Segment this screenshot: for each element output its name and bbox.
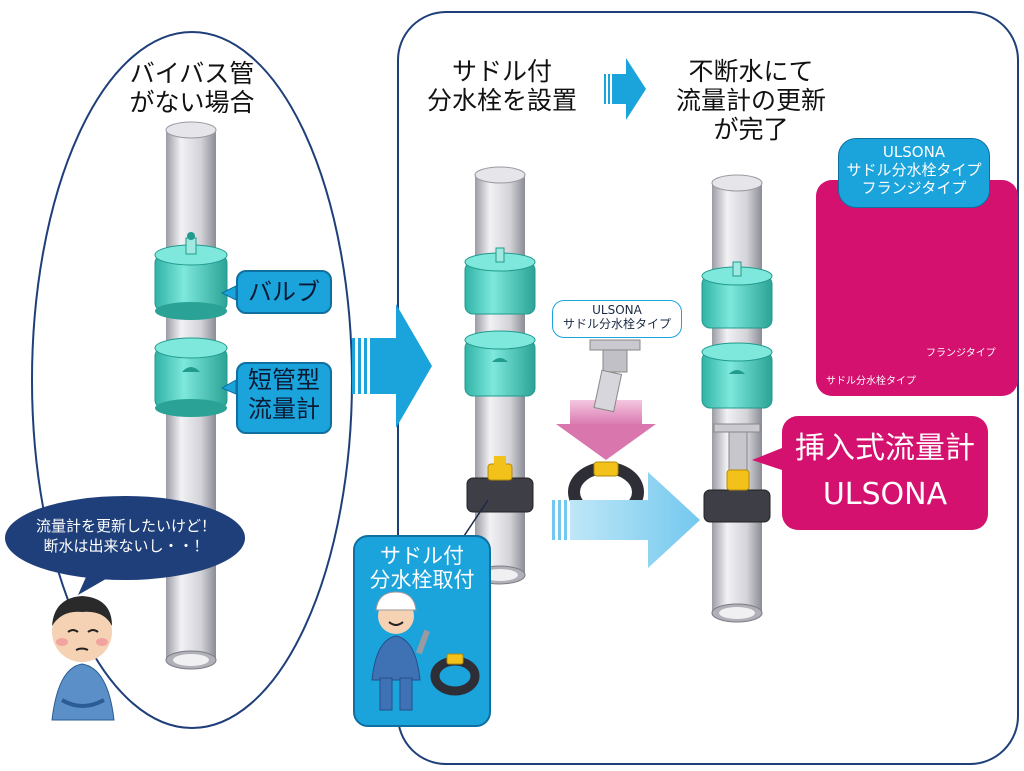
left-short-meter (154, 337, 228, 417)
installed-insertion-meter (703, 423, 771, 523)
pink-insert-arrow (556, 400, 656, 460)
light-blue-arrow (552, 472, 700, 568)
types-box (816, 180, 1018, 396)
insertion-meter-label: 挿入式流量計 ULSONA (782, 416, 988, 530)
middle-valve (464, 247, 536, 315)
speech-text: 流量計を更新したいけど！ 断水は出来ないし・・！ (35, 517, 216, 556)
heading-arrow (604, 58, 646, 120)
install-label-pointer-line (463, 499, 489, 537)
insertion-meter-callout-pointer (752, 448, 782, 470)
ulsona-saddle-insert-unit (589, 339, 641, 413)
left-valve (154, 232, 228, 320)
install-label: サドル付 分水栓取付 (369, 544, 475, 593)
types-box-title: ULSONA サドル分水栓タイプ フランジタイプ (838, 138, 990, 208)
valve-label: バルブ (236, 270, 332, 314)
step2-heading: 不断水にて 流量計の更新 が完了 (675, 57, 826, 144)
flange-type-label: フランジタイプ (926, 348, 996, 359)
short-meter-label: 短管型 流量計 (236, 362, 332, 434)
worried-worker-illustration (51, 596, 115, 721)
saddle-type-label: サドル分水栓タイプ (826, 376, 916, 387)
right-valve (701, 261, 773, 329)
saddle-type-tag: ULSONA サドル分水栓タイプ (552, 300, 682, 338)
install-box-saddle-icon (430, 653, 480, 696)
speech-bubble (5, 496, 245, 595)
middle-saddle-clamp (466, 456, 534, 513)
middle-short-meter (464, 330, 536, 397)
left-heading: バイバス管 がない場合 (129, 59, 255, 117)
right-short-meter (701, 342, 773, 409)
step1-heading: サドル付 分水栓を設置 (426, 57, 577, 115)
happy-worker-illustration (371, 591, 430, 711)
transition-arrow (352, 304, 432, 428)
